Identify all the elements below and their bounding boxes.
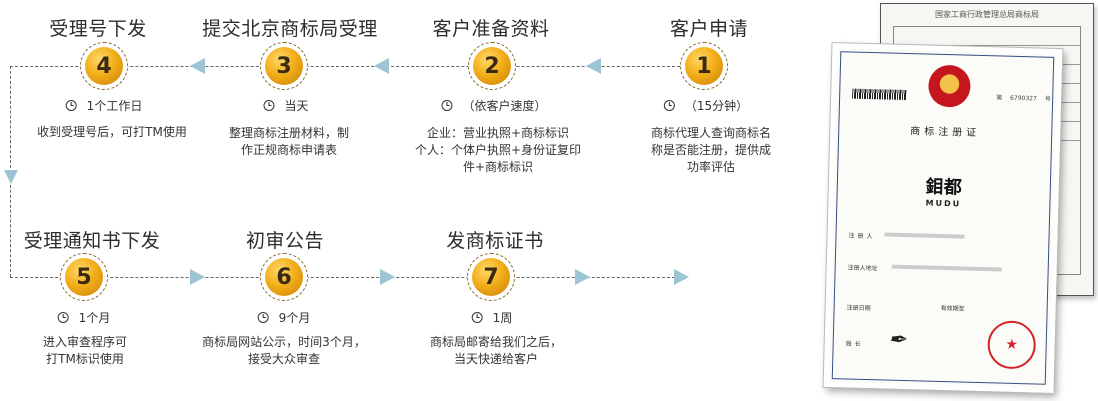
step-4-duration: 1个工作日 xyxy=(65,97,142,114)
connector-top xyxy=(10,66,700,67)
step-3-title: 提交北京商标局受理 xyxy=(202,18,378,40)
step-1-duration: （15分钟） xyxy=(663,97,748,114)
step-2-number: 2 xyxy=(473,47,511,85)
step-5-duration: 1个月 xyxy=(57,309,110,326)
step-1-badge: 1 xyxy=(680,42,728,90)
step-4-badge: 4 xyxy=(80,42,128,90)
registrant-label: 注册人 xyxy=(848,232,876,241)
arrow-left-icon xyxy=(190,58,205,74)
step-7-badge: 7 xyxy=(467,253,515,301)
arrow-down-icon xyxy=(4,170,18,184)
step-2-title: 客户准备资料 xyxy=(432,18,550,40)
step-4-title: 受理号下发 xyxy=(49,18,147,40)
step-6-duration: 9个月 xyxy=(257,309,310,326)
step-5-number: 5 xyxy=(65,258,103,296)
step-1-description: 商标代理人查询商标名 称是否能注册，提供成 功率评估 xyxy=(650,126,772,174)
step-7-title: 发商标证书 xyxy=(446,230,544,252)
certificate-front-page: 第 6790327 号 商标注册证 鉬都 MUDU 注册人 注册人地址 注册日期… xyxy=(822,42,1064,394)
certificate-back-header: 国家工商行政管理总局商标局 xyxy=(935,10,1039,19)
step-5-description: 进入审查程序可 打TM标识使用 xyxy=(42,335,128,366)
clock-icon xyxy=(663,100,675,111)
step-4-number: 4 xyxy=(85,47,123,85)
director-label: 局长 xyxy=(845,340,864,348)
clock-icon xyxy=(471,312,483,323)
step-2-badge: 2 xyxy=(468,42,516,90)
step-7-description: 商标局邮寄给我们之后， 当天快递给客户 xyxy=(429,335,563,366)
step-2-description: 企业：营业执照+商标标识 个人：个体户执照+身份证复印 件+商标标识 xyxy=(414,126,582,174)
clock-icon xyxy=(263,100,275,111)
connector-bottom xyxy=(10,277,680,278)
arrow-right-icon xyxy=(380,269,395,285)
registration-date-label: 注册日期 xyxy=(846,304,871,313)
step-6-badge: 6 xyxy=(260,253,308,301)
step-3-number: 3 xyxy=(265,47,303,85)
arrow-right-icon xyxy=(575,269,590,285)
step-1-number: 1 xyxy=(685,47,723,85)
registration-number: 第 6790327 号 xyxy=(996,94,1051,103)
arrow-right-icon xyxy=(190,269,205,285)
step-6-number: 6 xyxy=(265,258,303,296)
step-3-badge: 3 xyxy=(260,42,308,90)
step-3-description: 整理商标注册材料，制 作正规商标申请表 xyxy=(228,126,350,157)
director-signature: ✒ xyxy=(887,327,907,354)
expiry-date-label: 有效期至 xyxy=(940,304,965,313)
clock-icon xyxy=(65,100,77,111)
step-3-duration: 当天 xyxy=(263,97,309,114)
step-7-number: 7 xyxy=(472,258,510,296)
step-5-badge: 5 xyxy=(60,253,108,301)
step-6-description: 商标局网站公示，时间3个月， 接受大众审查 xyxy=(202,335,366,366)
arrow-left-icon xyxy=(374,58,389,74)
step-2-duration: （依客户速度） xyxy=(441,97,547,114)
arrow-left-icon xyxy=(586,58,601,74)
step-1-title: 客户申请 xyxy=(669,18,749,40)
arrow-right-icon xyxy=(674,269,689,285)
step-4-description: 收到受理号后，可打TM使用 xyxy=(37,125,187,139)
clock-icon xyxy=(57,312,69,323)
barcode-icon xyxy=(852,88,907,100)
clock-icon xyxy=(441,100,453,111)
step-5-title: 受理通知书下发 xyxy=(23,230,161,252)
step-6-title: 初审公告 xyxy=(245,230,325,252)
address-label: 注册人地址 xyxy=(847,264,878,273)
clock-icon xyxy=(257,312,269,323)
step-7-duration: 1周 xyxy=(471,309,512,326)
